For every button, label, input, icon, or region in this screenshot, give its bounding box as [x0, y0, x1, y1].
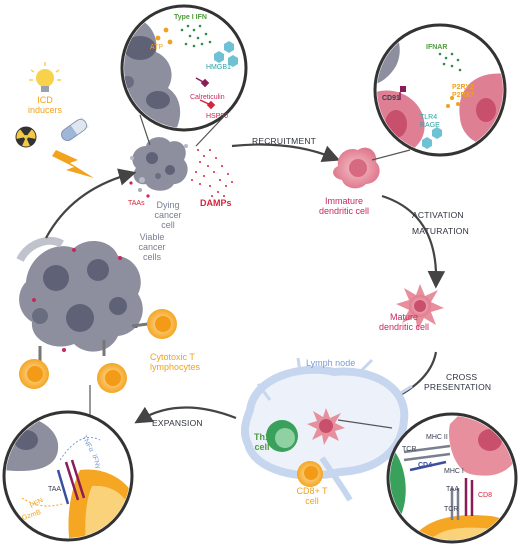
viable-cells-label-2: cancer	[138, 242, 166, 252]
ifnar-label: IFNAR	[426, 44, 448, 51]
calreticulin-label: Calreticulin	[190, 94, 225, 101]
hsp90-label: HSP90	[206, 113, 229, 120]
mature-dendritic-cell	[396, 284, 444, 330]
zoom-circle-receptors	[371, 23, 507, 161]
mhc2-label: MHC II	[426, 434, 448, 441]
expansion-label: EXPANSION	[152, 418, 203, 428]
lymph-node-dendritic-cell	[307, 408, 345, 445]
mature-dc-label-1: Mature	[389, 312, 419, 322]
hmgb1-label: HMGB1	[206, 64, 231, 71]
damps-dots	[191, 149, 233, 197]
th1-label-2: cell	[254, 442, 270, 452]
cycle-arrow	[45, 168, 137, 239]
taa-right-label: TAA	[446, 486, 460, 493]
tlr4-label: TLR4	[420, 114, 438, 121]
cd8-label: CD8	[478, 492, 493, 499]
taa-left-label: TAA	[48, 486, 62, 493]
rage-label: RAGE	[420, 122, 440, 129]
lymph-node-label: Lymph node	[306, 358, 356, 368]
cytotoxic-t-cells	[19, 309, 177, 393]
recruitment-label: RECRUITMENT	[252, 136, 317, 146]
tcr-top-label: TCR	[402, 446, 417, 453]
cd8-cell-label-1: CD8+ T	[296, 486, 328, 496]
tcr-bottom-label: TCR	[444, 506, 459, 513]
zoom-circle-damps	[120, 4, 248, 147]
cd91-label: CD91	[382, 95, 400, 102]
taas-label: TAAs	[128, 200, 145, 207]
cross-label: CROSS	[446, 372, 478, 382]
ctl-label-2: lymphocytes	[150, 362, 201, 372]
ctl-label-1: Cytotoxic T	[150, 352, 195, 362]
viable-cells-label-1: Viable	[139, 232, 165, 242]
type1-ifn-label: Type I IFN	[174, 14, 207, 21]
p2ry2-label: P2RY2	[452, 84, 474, 91]
damps-label: DAMPs	[200, 198, 232, 208]
p2rx7-label: P2RX7	[452, 92, 475, 99]
icd-inducers-label-1: ICD	[37, 95, 53, 105]
activation-arrow	[381, 194, 446, 289]
lightbulb-icon	[29, 62, 61, 92]
immature-dendritic-cell	[333, 147, 380, 189]
viable-cancer-cells	[16, 236, 143, 352]
presentation-label: PRESENTATION	[424, 382, 492, 392]
cd4-label: CD4	[418, 462, 433, 469]
pill-icon	[61, 117, 89, 141]
dying-cell-label-2: cancer	[154, 210, 182, 220]
immature-dc-label-1: Immature	[324, 196, 364, 206]
lightning-icon	[52, 150, 94, 178]
th1-label-1: Th1	[253, 432, 271, 442]
maturation-label: MATURATION	[412, 226, 469, 236]
cd8-t-cell	[297, 461, 323, 487]
atp-label: ATP	[150, 44, 164, 51]
radiation-icon	[15, 126, 37, 148]
mature-dc-label-2: dendritic cell	[378, 322, 430, 332]
expansion-arrow	[134, 406, 237, 424]
dying-cell-label-3: cell	[161, 220, 175, 230]
immature-dc-label-2: dendritic cell	[318, 206, 370, 216]
recruitment-arrow	[231, 143, 341, 162]
activation-label: ACTIVATION	[412, 210, 464, 220]
dying-cancer-cell	[129, 137, 188, 198]
mhc1-label: MHC I	[444, 468, 464, 475]
icd-inducers-label-2: inducers	[27, 105, 63, 115]
dying-cell-label-1: Dying	[156, 200, 180, 210]
viable-cells-label-3: cells	[142, 252, 162, 262]
th1-cell	[266, 420, 298, 452]
cd8-cell-label-2: cell	[305, 496, 319, 506]
